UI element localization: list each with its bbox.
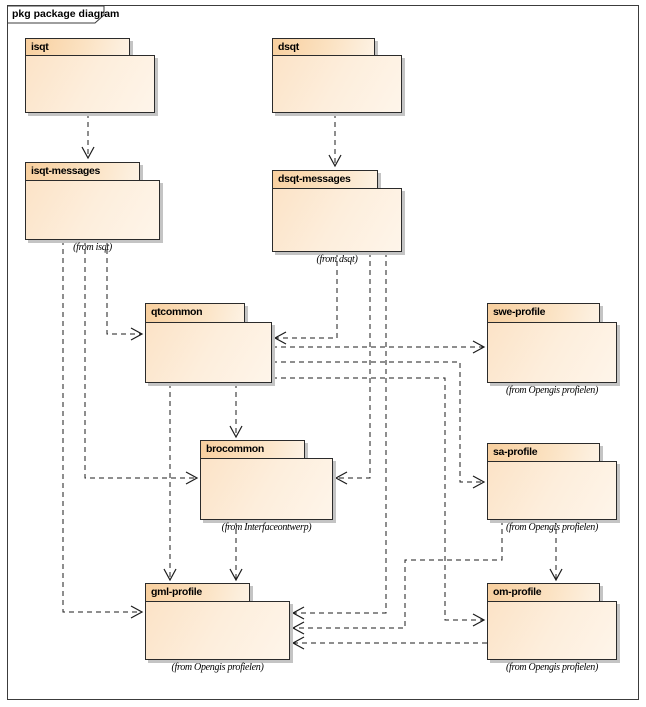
package-from-note: (from isqt) [73, 242, 112, 253]
package-label: dsqt [278, 41, 299, 53]
package-label: dsqt-messages [278, 173, 351, 185]
package-label: brocommon [206, 443, 264, 455]
dependency-dsqt-messages-to-qtcommon [273, 252, 338, 345]
package-label: sa-profile [493, 446, 538, 458]
package-from-note: (from Opengis profielen) [505, 385, 599, 396]
package-body-brocommon [200, 458, 333, 520]
package-tab-brocommon: brocommon [200, 440, 305, 458]
package-from-note: (from Opengis profielen) [171, 662, 264, 673]
package-tab-dsqt: dsqt [272, 38, 375, 55]
package-from-note: (from Interfaceontwerp) [221, 522, 312, 533]
package-label: gml-profile [151, 586, 202, 598]
dependency-sa-profile-to-gml-profile [291, 520, 503, 635]
dependency-dsqt-messages-to-gml-profile [291, 252, 387, 620]
dependency-dsqt-messages-to-brocommon [334, 252, 371, 485]
package-label: om-profile [493, 586, 542, 598]
package-label: swe-profile [493, 306, 546, 318]
dependency-isqt-messages-to-gml-profile [62, 240, 144, 619]
diagram-frame [7, 5, 639, 700]
frame-title: pkg package diagram [12, 8, 120, 20]
dependency-isqt-messages-to-qtcommon [106, 240, 144, 341]
package-label: isqt-messages [31, 165, 101, 177]
dependency-qtcommon-to-om-profile [272, 377, 486, 627]
package-tab-swe-profile: swe-profile [487, 303, 600, 322]
package-from-note: (from dsqt) [316, 254, 358, 265]
package-body-sa-profile [487, 461, 617, 520]
package-tab-dsqt-messages: dsqt-messages [272, 170, 378, 188]
package-from-note: (from Opengis profielen) [505, 662, 599, 673]
package-body-dsqt-messages [272, 188, 402, 252]
package-tab-gml-profile: gml-profile [145, 583, 250, 601]
frame-tab-shape [8, 5, 105, 24]
package-label: qtcommon [151, 306, 203, 318]
package-body-dsqt [272, 55, 402, 113]
package-tab-isqt-messages: isqt-messages [25, 162, 140, 180]
package-tab-sa-profile: sa-profile [487, 443, 600, 461]
package-body-gml-profile [145, 601, 290, 660]
dependency-qtcommon-to-sa-profile [272, 361, 486, 489]
package-label: isqt [31, 41, 49, 53]
package-tab-qtcommon: qtcommon [145, 303, 245, 322]
package-from-note: (from Opengis profielen) [505, 522, 599, 533]
package-body-isqt-messages [25, 180, 160, 240]
package-tab-om-profile: om-profile [487, 583, 600, 601]
package-body-qtcommon [145, 322, 272, 383]
dependency-isqt-messages-to-brocommon [84, 240, 199, 485]
package-tab-isqt: isqt [25, 38, 130, 55]
package-body-swe-profile [487, 322, 617, 383]
package-body-om-profile [487, 601, 617, 660]
package-body-isqt [25, 55, 155, 113]
